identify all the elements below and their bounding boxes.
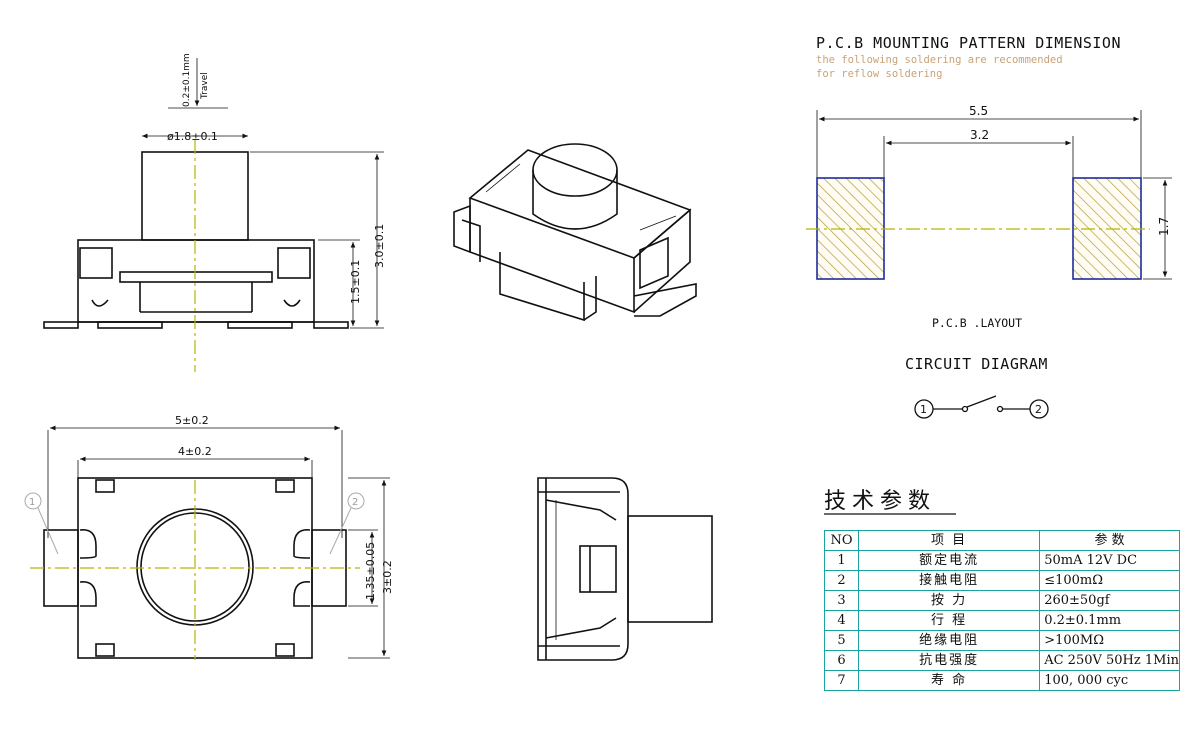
travel-label: Travel — [200, 72, 210, 100]
table-row: 4 行 程 0.2±0.1mm — [824, 610, 1180, 631]
row-item: 接触电阻 — [857, 570, 1041, 591]
row-no: 6 — [824, 650, 859, 671]
travel-value: 0.2±0.1mm — [182, 53, 192, 107]
side-view: 0.2±0.1mm Travel ø1.8±0.1 3.0±0.1 1 — [43, 53, 386, 372]
end-view — [537, 477, 713, 661]
row-value: 50mA 12V DC — [1039, 550, 1180, 571]
pcb-outer-dim: 5.5 — [969, 104, 988, 118]
header-value: 参 数 — [1039, 530, 1180, 551]
row-value: >100MΩ — [1039, 630, 1180, 651]
total-height-dim: 3.0±0.1 — [373, 224, 386, 268]
outer-width-dim: 5±0.2 — [175, 414, 209, 427]
pcb-title: P.C.B MOUNTING PATTERN DIMENSION — [816, 34, 1121, 52]
header-item: 项 目 — [857, 530, 1041, 551]
pcb-note-line1: the following soldering are recommended — [816, 54, 1063, 66]
table-row: 3 按 力 260±50gf — [824, 590, 1180, 611]
inner-width-dim: 4±0.2 — [178, 445, 212, 458]
row-item: 绝缘电阻 — [857, 630, 1041, 651]
row-value: 260±50gf — [1039, 590, 1180, 611]
spec-title: 技术参数 — [824, 489, 936, 514]
table-row: 5 绝缘电阻 >100MΩ — [824, 630, 1180, 651]
row-no: 4 — [824, 610, 859, 631]
pcb-note-line2: for reflow soldering — [816, 68, 942, 80]
circuit-pin2: 2 — [1035, 403, 1042, 416]
isometric-view — [453, 143, 697, 322]
table-row: 1 额定电流 50mA 12V DC — [824, 550, 1180, 571]
row-item: 抗电强度 — [857, 650, 1041, 671]
row-no: 7 — [824, 670, 859, 691]
row-no: 5 — [824, 630, 859, 651]
pcb-inner-dim: 3.2 — [970, 128, 989, 142]
pcb-layout-label: P.C.B .LAYOUT — [932, 316, 1022, 330]
total-depth-dim: 3±0.2 — [381, 560, 394, 594]
row-no: 1 — [824, 550, 859, 571]
table-row: 2 接触电阻 ≤100mΩ — [824, 570, 1180, 591]
spec-table-header: NO 项 目 参 数 — [824, 530, 1180, 551]
circuit-section: CIRCUIT DIAGRAM 1 2 — [905, 355, 1049, 419]
row-item: 行 程 — [857, 610, 1041, 631]
spec-section: 技术参数 — [824, 489, 956, 515]
pin-depth-dim: 1.35±0.05 — [364, 542, 377, 600]
row-item: 寿 命 — [857, 670, 1041, 691]
pin2-marker: 2 — [352, 497, 358, 508]
circuit-pin1: 1 — [920, 403, 927, 416]
row-value: 0.2±0.1mm — [1039, 610, 1180, 631]
pcb-height-dim: 1.7 — [1157, 217, 1171, 236]
row-no: 2 — [824, 570, 859, 591]
row-no: 3 — [824, 590, 859, 611]
stem-diameter-dim: ø1.8±0.1 — [167, 130, 218, 143]
row-value: 100, 000 cyc — [1039, 670, 1180, 691]
top-view: 5±0.2 4±0.2 1 2 — [24, 414, 394, 660]
circuit-title: CIRCUIT DIAGRAM — [905, 355, 1048, 373]
row-value: ≤100mΩ — [1039, 570, 1180, 591]
header-no: NO — [824, 530, 859, 551]
body-height-dim: 1.5±0.1 — [349, 260, 362, 304]
row-value: AC 250V 50Hz 1Min — [1039, 650, 1180, 671]
pcb-section: P.C.B MOUNTING PATTERN DIMENSION the fol… — [806, 34, 1172, 330]
row-item: 额定电流 — [857, 550, 1041, 571]
table-row: 6 抗电强度 AC 250V 50Hz 1Min — [824, 650, 1180, 671]
pin1-marker: 1 — [29, 497, 35, 508]
row-item: 按 力 — [857, 590, 1041, 611]
spec-table: NO 项 目 参 数 1 额定电流 50mA 12V DC 2 接触电阻 ≤10… — [824, 530, 1180, 691]
table-row: 7 寿 命 100, 000 cyc — [824, 670, 1180, 691]
